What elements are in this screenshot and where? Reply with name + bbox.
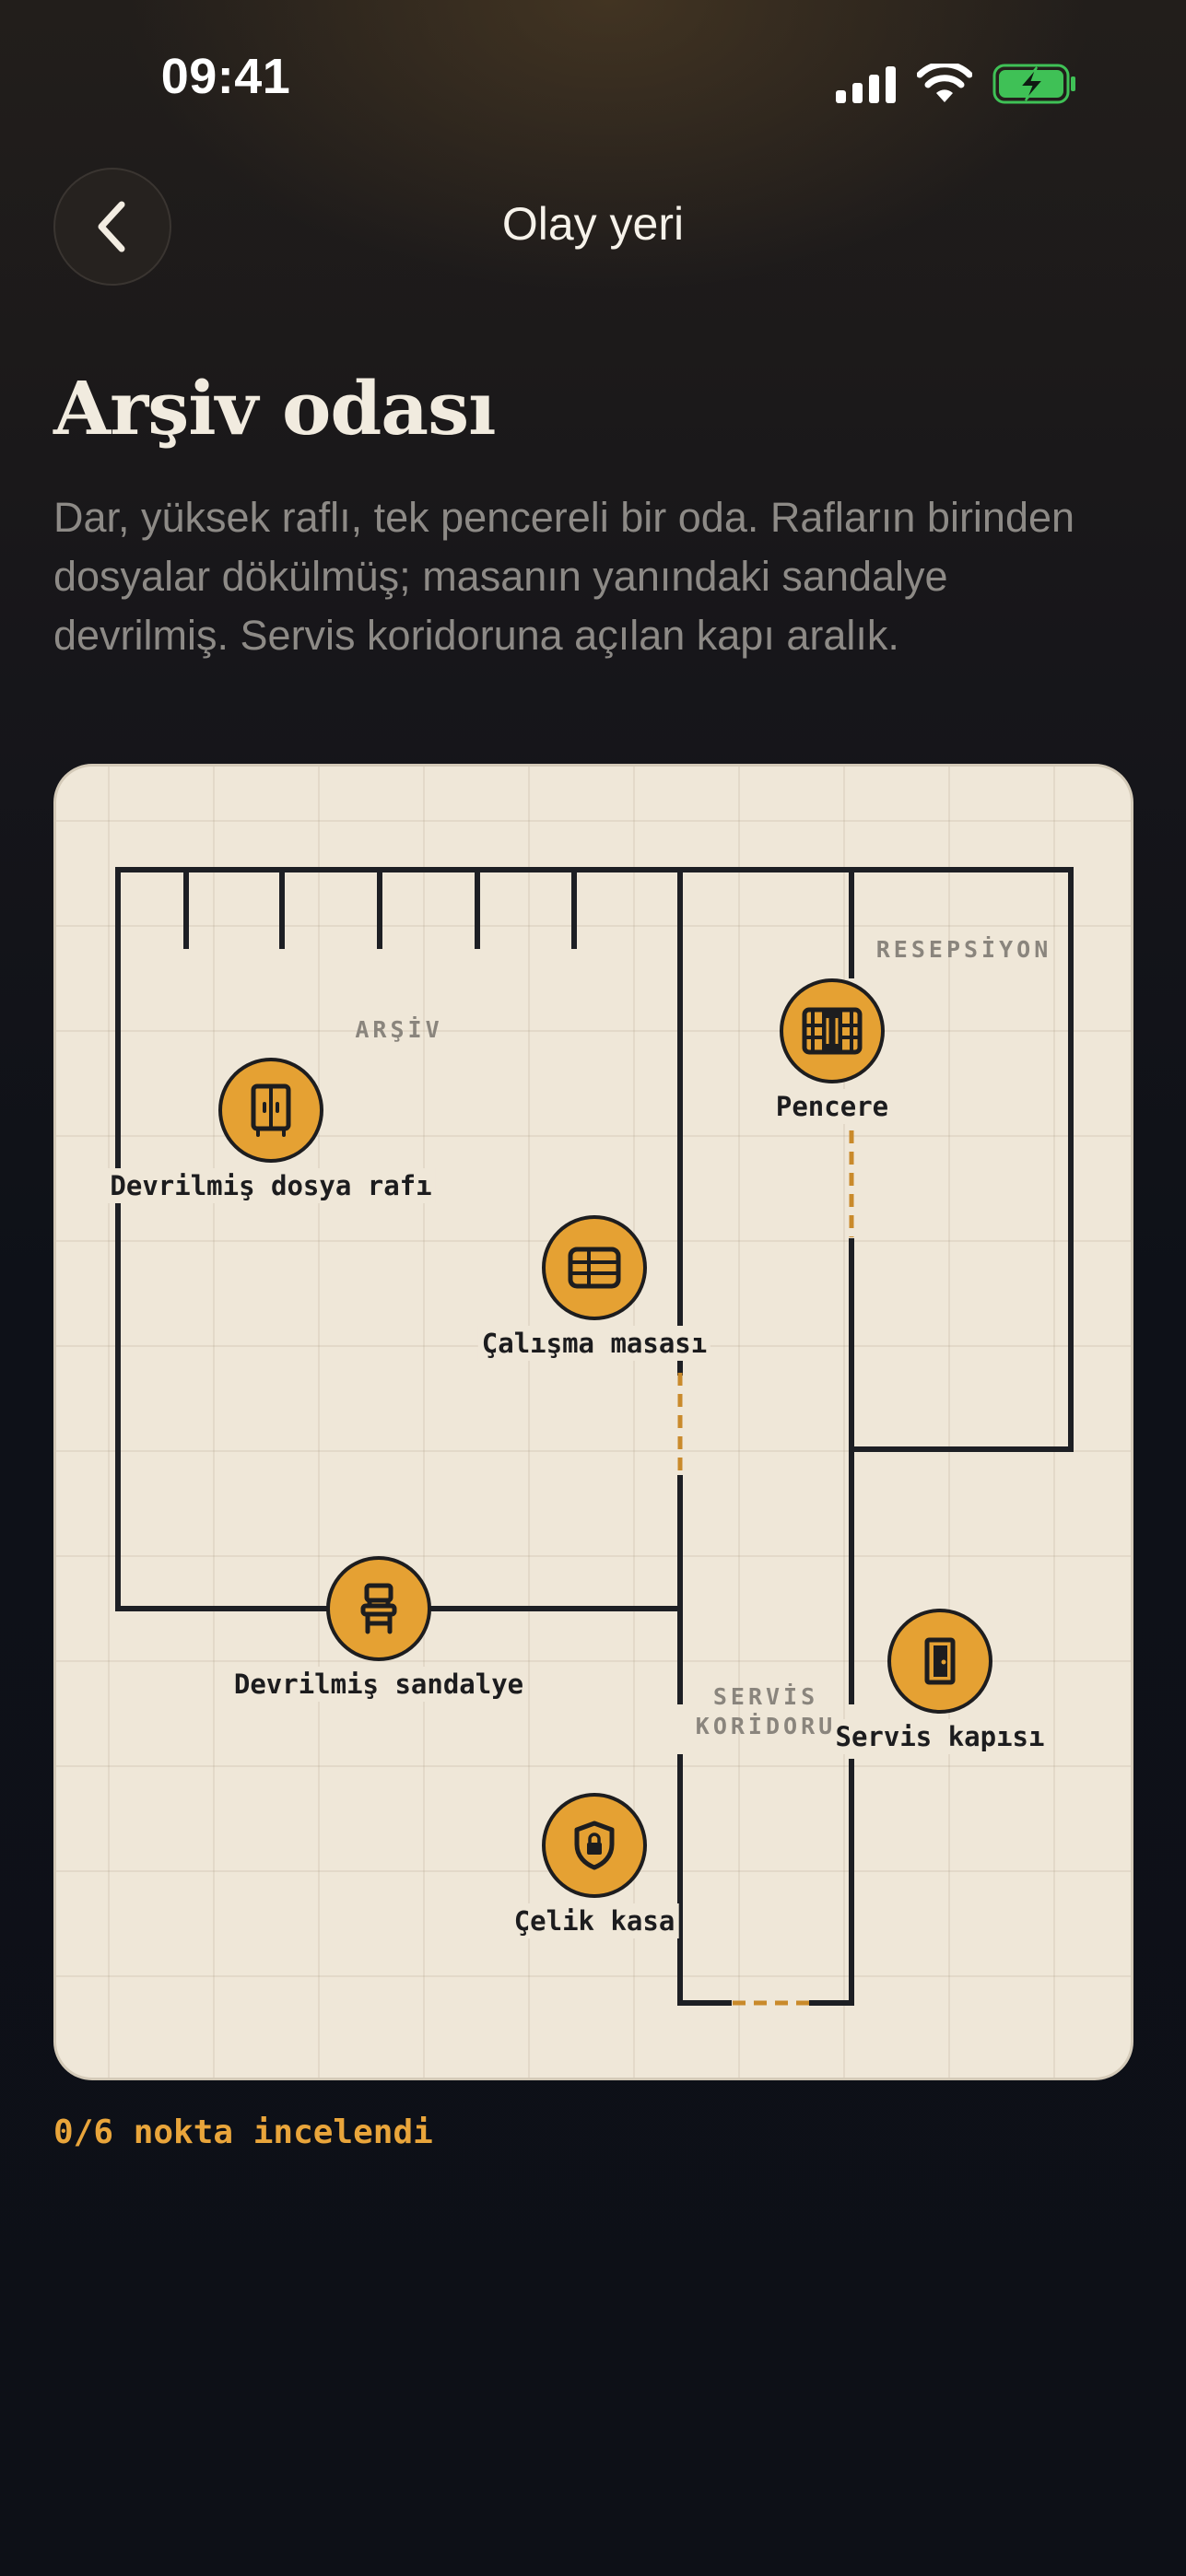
inspection-progress: 0/6 nokta incelendi xyxy=(53,2113,433,2151)
poi-label-window[interactable]: Pencere xyxy=(771,1089,893,1124)
scene-description: Dar, yüksek raflı, tek pencereli bir oda… xyxy=(53,494,1075,659)
chair-icon xyxy=(360,1583,397,1634)
poi-door-button[interactable] xyxy=(887,1609,992,1714)
wall-archive-left-bottom xyxy=(115,867,328,1611)
poi-desk-button[interactable] xyxy=(542,1215,647,1320)
status-icons xyxy=(836,63,1077,105)
cellular-signal-icon xyxy=(836,66,896,103)
page-title: Arşiv odası xyxy=(53,365,497,451)
status-time: 09:41 xyxy=(160,49,291,104)
wifi-icon xyxy=(917,64,972,102)
back-button[interactable] xyxy=(53,168,171,286)
wall-reception xyxy=(849,867,1074,1452)
poi-label-desk[interactable]: Çalışma masası xyxy=(477,1326,711,1361)
nav-title: Olay yeri xyxy=(501,198,685,250)
poi-safe-button[interactable] xyxy=(542,1793,647,1898)
poi-window-button[interactable] xyxy=(780,978,885,1083)
window-icon xyxy=(802,1007,863,1055)
floor-plan-walls xyxy=(115,867,1074,2006)
status-bar: 09:41 xyxy=(0,0,1186,175)
cabinet-icon xyxy=(251,1083,291,1137)
battery-charging-icon xyxy=(992,64,1075,104)
room-label-archive: ARŞİV xyxy=(355,1016,443,1043)
room-label-reception: RESEPSİYON xyxy=(875,936,1052,963)
room-label-corridor: SERVİS KORİDORU xyxy=(692,1682,840,1741)
poi-label-door[interactable]: Servis kapısı xyxy=(831,1719,1049,1754)
poi-cabinet-button[interactable] xyxy=(218,1058,323,1163)
room-label-corridor-line2: KORİDORU xyxy=(695,1713,837,1739)
poi-label-chair[interactable]: Devrilmiş sandalye xyxy=(229,1667,528,1702)
safe-lock-icon xyxy=(574,1821,615,1870)
floor-plan: ARŞİV RESEPSİYON SERVİS KORİDORU Devrilm… xyxy=(53,764,1133,2080)
poi-label-cabinet[interactable]: Devrilmiş dosya rafı xyxy=(106,1168,436,1203)
room-label-corridor-line1: SERVİS xyxy=(712,1683,819,1710)
desk-icon xyxy=(568,1247,621,1289)
poi-chair-button[interactable] xyxy=(326,1556,431,1661)
poi-label-safe[interactable]: Çelik kasa xyxy=(510,1903,679,1938)
door-icon xyxy=(924,1637,956,1685)
chevron-left-icon xyxy=(98,201,125,252)
